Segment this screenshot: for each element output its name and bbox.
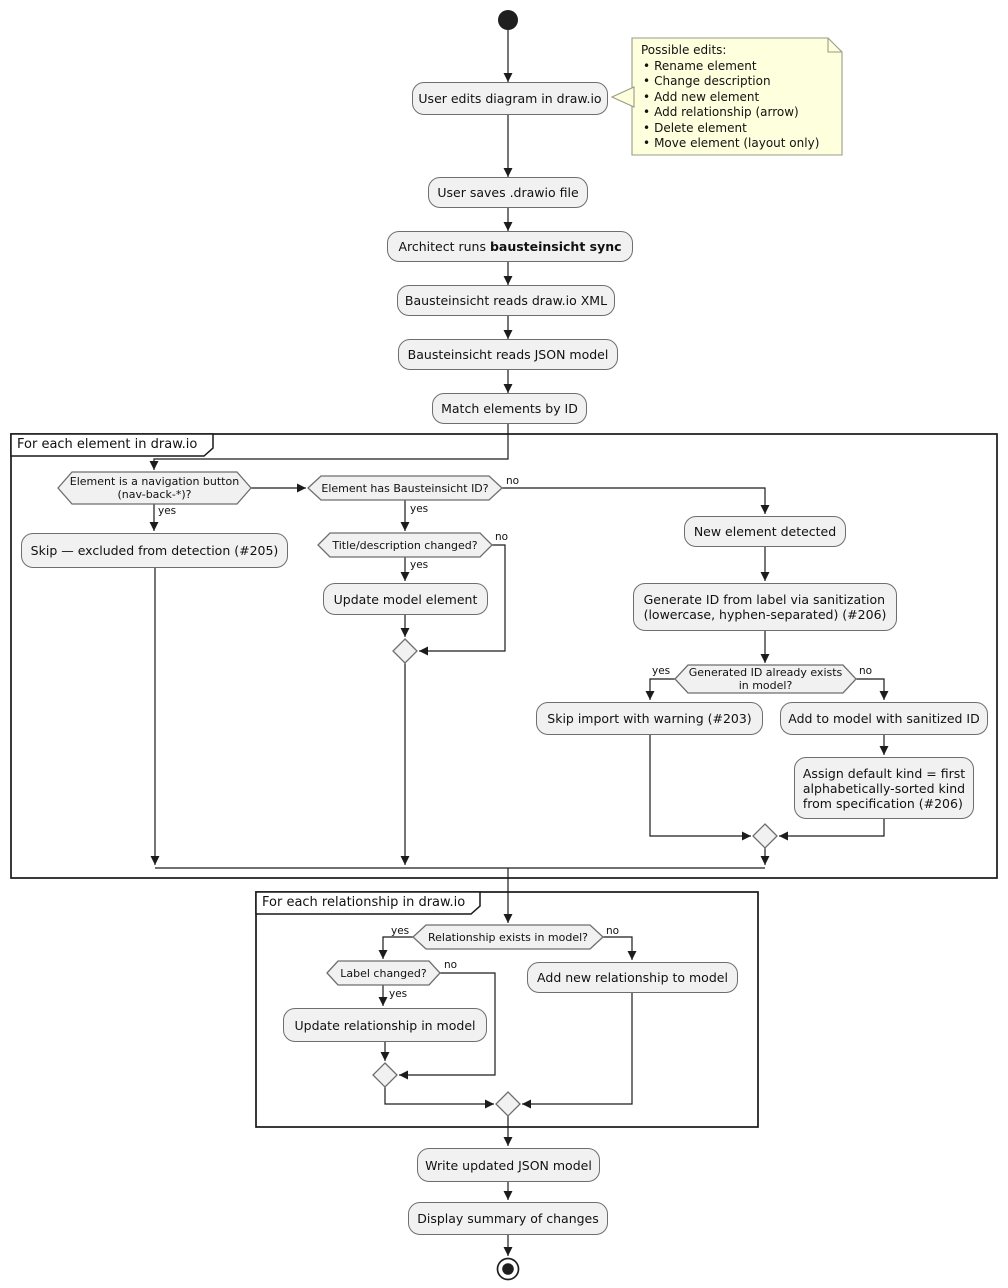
decision-has-id-label: Element has Bausteinsicht ID? — [321, 481, 489, 495]
branch-no: no — [506, 475, 520, 487]
partition-relationships-box — [255, 891, 759, 1128]
note-connector — [610, 86, 635, 108]
edge-match-to-nav-decision — [149, 424, 509, 470]
decision-rel-exists — [412, 924, 604, 950]
activity-reads-json: Bausteinsicht reads JSON model — [398, 339, 618, 370]
activity-reads-xml: Bausteinsicht reads draw.io XML — [397, 285, 615, 316]
edge-idexists-no-to-addmodel — [856, 678, 889, 700]
branch-yes: yes — [158, 505, 177, 517]
note-item: •Add relationship (arrow) — [643, 105, 799, 119]
edge-relexists-no-to-addrel — [603, 936, 637, 960]
merge-diamond-label — [372, 1062, 398, 1088]
note-item: •Move element (layout only) — [643, 136, 820, 150]
activity-new-element: New element detected — [684, 516, 846, 547]
bullet-marker: • — [643, 89, 651, 104]
edge-assignkind-to-merge2 — [779, 819, 885, 841]
note-item: •Change description — [643, 74, 771, 88]
activity-add-to-model: Add to model with sanitized ID — [780, 702, 988, 735]
activity-display-summary: Display summary of changes — [408, 1202, 608, 1235]
edge-hasid-no-to-newelement — [502, 487, 770, 514]
note-item: •Rename element — [643, 58, 757, 73]
branch-no: no — [859, 665, 873, 677]
branch-yes: yes — [389, 988, 408, 1000]
edge-skipimport-to-merge2 — [649, 735, 751, 841]
note-possible-edits: Possible edits: •Rename element •Change … — [641, 43, 837, 152]
partition-relationships-title: For each relationship in draw.io — [262, 895, 466, 910]
branch-no: no — [606, 925, 620, 937]
activity-user-saves: User saves .drawio file — [428, 177, 588, 208]
command-name: bausteinsicht sync — [489, 239, 622, 254]
start-node — [498, 10, 518, 30]
activity-generate-id: Generate ID from label via sanitization … — [633, 583, 897, 631]
branch-yes: yes — [410, 559, 429, 571]
decision-label-changed — [326, 960, 441, 986]
edge-addrel-to-merge4 — [522, 993, 633, 1109]
activity-match-ids: Match elements by ID — [432, 393, 587, 424]
partition-elements-box — [10, 433, 998, 879]
partition-elements-tab — [10, 433, 214, 457]
decision-has-id — [307, 475, 503, 501]
end-node-dot — [502, 1263, 514, 1275]
decision-title-changed — [317, 532, 493, 558]
bullet-marker: • — [643, 105, 651, 119]
activity-user-edits: User edits diagram in draw.io — [412, 82, 608, 115]
activity-write-json: Write updated JSON model — [417, 1148, 600, 1182]
edge-titlechanged-no-to-merge1 — [419, 544, 506, 656]
activity-skip-excluded: Skip — excluded from detection (#205) — [21, 533, 288, 568]
decision-id-exists-label: Generated ID already exists in model? — [688, 666, 843, 692]
bullet-marker: • — [643, 136, 651, 150]
note-body — [631, 37, 843, 156]
decision-title-changed-label: Title/description changed? — [332, 538, 478, 552]
branch-no: no — [495, 531, 509, 543]
note-item: •Add new element — [643, 89, 760, 104]
bullet-marker: • — [643, 120, 651, 135]
decision-nav-button — [57, 471, 252, 505]
merge-diamond-title — [392, 638, 418, 664]
branch-yes: yes — [652, 665, 671, 677]
decision-id-exists — [674, 664, 857, 694]
decision-nav-button-label: Element is a navigation button (nav-back… — [69, 475, 240, 501]
edge-relexists-yes-to-labelchanged — [378, 936, 413, 959]
note-title: Possible edits: — [641, 43, 727, 57]
decision-rel-exists-label: Relationship exists in model? — [427, 930, 589, 944]
bullet-marker: • — [643, 58, 651, 73]
edge-idexists-yes-to-skipimport — [645, 678, 675, 700]
branch-yes: yes — [410, 503, 429, 515]
note-fold-corner — [827, 38, 842, 53]
merge-diamond-relationship — [495, 1091, 521, 1117]
note-item: •Delete element — [643, 120, 747, 135]
partition-elements-title: For each element in draw.io — [17, 437, 198, 452]
branch-yes: yes — [391, 925, 410, 937]
branch-no: no — [444, 959, 458, 971]
merge-diamond-newelement — [752, 823, 778, 849]
decision-label-changed-label: Label changed? — [340, 966, 427, 980]
activity-assign-kind: Assign default kind = first alphabetical… — [794, 757, 974, 819]
activity-update-model: Update model element — [323, 583, 488, 615]
activity-skip-import: Skip import with warning (#203) — [536, 702, 763, 735]
edge-merge3-to-merge4 — [384, 1087, 494, 1109]
activity-run-sync: Architect runs bausteinsicht sync — [387, 231, 633, 262]
edge-labelchanged-no-to-merge3 — [399, 972, 496, 1080]
bullet-marker: • — [643, 74, 651, 88]
activity-update-relationship: Update relationship in model — [283, 1008, 487, 1042]
partition-relationships-tab — [255, 891, 481, 915]
activity-add-relationship: Add new relationship to model — [527, 962, 738, 993]
